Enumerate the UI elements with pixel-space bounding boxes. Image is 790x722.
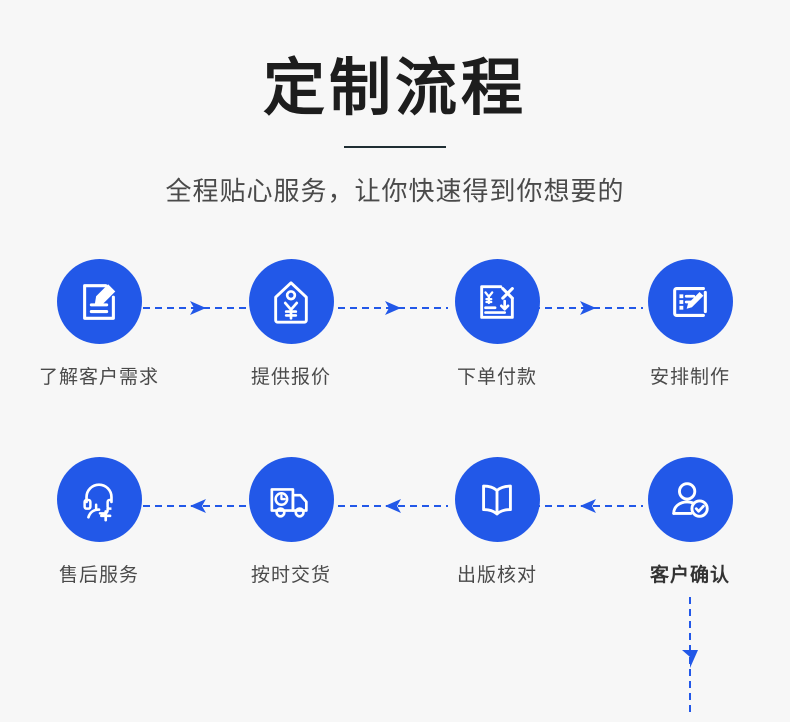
process-row-bottom: 售后服务 按时交货: [0, 443, 790, 641]
step-icon-circle: [248, 457, 334, 542]
step-icon-circle: [454, 457, 540, 542]
process-step-after-sales[interactable]: 售后服务: [1, 443, 197, 589]
process-flow: 了解客户需求 提供报价: [0, 245, 790, 717]
process-step-publication-check[interactable]: 出版核对: [399, 443, 595, 589]
process-step-customer-confirm[interactable]: 客户确认: [592, 443, 788, 589]
connector-arrow-left-1: [533, 499, 643, 513]
step-label: 出版核对: [456, 565, 537, 586]
connector-arrow-left-2: [338, 499, 448, 513]
connector-arrow-right-3: [533, 301, 643, 315]
headset-support-icon: [76, 477, 122, 523]
process-step-order-payment[interactable]: 下单付款: [399, 245, 595, 391]
open-book-icon: [474, 477, 520, 523]
step-label: 下单付款: [456, 367, 537, 388]
process-step-arrange-production[interactable]: 安排制作: [592, 245, 788, 391]
step-icon-circle: [56, 457, 142, 542]
price-tag-yuan-icon: [268, 279, 314, 325]
process-step-provide-quote[interactable]: 提供报价: [193, 245, 389, 391]
step-label: 按时交货: [250, 565, 331, 586]
connector-arrow-left-3: [143, 499, 253, 513]
step-icon-circle: [647, 457, 733, 542]
process-step-on-time-delivery[interactable]: 按时交货: [193, 443, 389, 589]
delivery-truck-clock-icon: [268, 477, 314, 523]
step-icon-circle: [248, 259, 334, 344]
step-label: 提供报价: [250, 367, 331, 388]
connector-arrow-right-1: [143, 301, 253, 315]
user-check-icon: [667, 477, 713, 523]
order-payment-icon: [474, 279, 520, 325]
step-label: 客户确认: [649, 565, 730, 586]
document-pen-icon: [76, 279, 122, 325]
step-icon-circle: [647, 259, 733, 344]
page-header: 定制流程 全程贴心服务，让你快速得到你想要的: [0, 0, 790, 209]
connector-arrow-down: [682, 597, 698, 717]
process-step-understand-requirements[interactable]: 了解客户需求: [1, 245, 197, 391]
page-title: 定制流程: [262, 54, 527, 123]
step-label: 售后服务: [58, 565, 139, 586]
step-icon-circle: [56, 259, 142, 344]
process-row-top: 了解客户需求 提供报价: [0, 245, 790, 443]
title-divider: [344, 146, 446, 148]
step-icon-circle: [454, 259, 540, 344]
connector-arrow-right-2: [338, 301, 448, 315]
clipboard-pen-icon: [667, 279, 713, 325]
step-label: 安排制作: [649, 367, 730, 388]
page-subtitle: 全程贴心服务，让你快速得到你想要的: [165, 176, 625, 206]
step-label: 了解客户需求: [38, 367, 159, 388]
